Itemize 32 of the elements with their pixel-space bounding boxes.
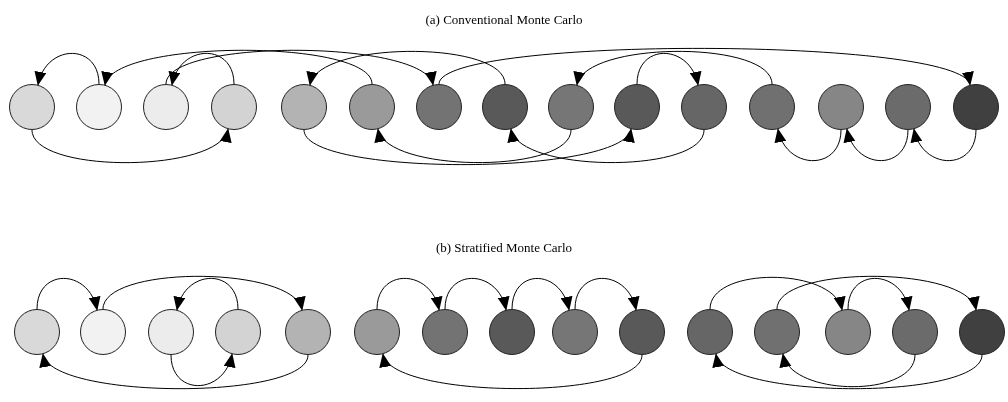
arrow bbox=[175, 277, 239, 311]
arrow bbox=[42, 353, 309, 390]
arrow bbox=[511, 277, 572, 311]
arrow bbox=[845, 128, 909, 162]
panel-caption: (a) Conventional Monte Carlo bbox=[425, 11, 583, 29]
arrow bbox=[776, 275, 977, 311]
arrow bbox=[510, 128, 705, 164]
arrow bbox=[776, 128, 842, 162]
arrow bbox=[309, 50, 506, 86]
arrow bbox=[377, 128, 572, 164]
arrow bbox=[715, 353, 983, 390]
arrow bbox=[912, 128, 977, 162]
panel-caption: (b) Stratified Monte Carlo bbox=[435, 239, 573, 257]
arrow bbox=[104, 49, 373, 86]
arrow bbox=[709, 276, 843, 311]
arrow bbox=[438, 47, 971, 86]
arrow bbox=[576, 50, 773, 86]
arrow bbox=[847, 277, 911, 311]
arrow bbox=[303, 128, 632, 166]
arrow bbox=[376, 277, 441, 311]
arrow bbox=[165, 49, 434, 86]
arrow bbox=[636, 52, 700, 86]
arrow bbox=[444, 277, 508, 311]
arrow bbox=[31, 128, 229, 164]
arrow bbox=[36, 52, 100, 86]
arrow bbox=[382, 353, 643, 390]
arrow bbox=[782, 353, 916, 388]
arrow bbox=[36, 277, 100, 311]
arrow bbox=[102, 275, 303, 311]
arrow bbox=[574, 277, 638, 311]
arrow bbox=[170, 52, 235, 86]
arrow bbox=[170, 353, 234, 387]
